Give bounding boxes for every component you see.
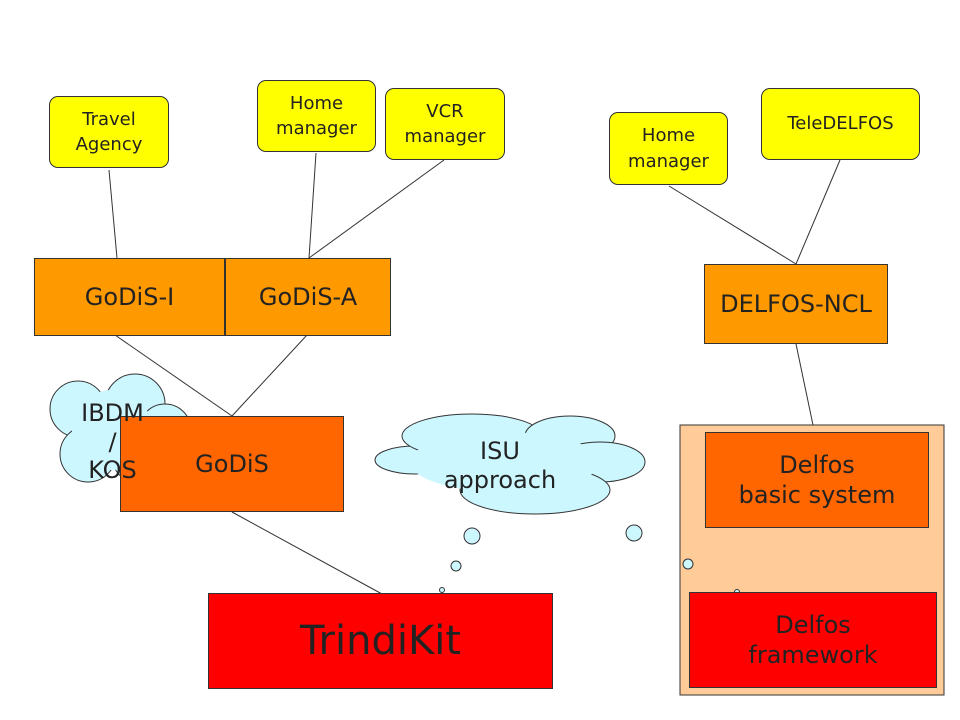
teledelfos-node: TeleDELFOS [761,88,920,160]
godis-i-node: GoDiS-I [34,258,225,336]
delfos-ncl-node: DELFOS-NCL [704,264,888,344]
vcr-manager-node: VCR manager [385,88,505,160]
edge-teledelfos-delfos-ncl [795,159,841,265]
edge-home-delfos-ncl [668,185,797,265]
home-manager-left-node: Home manager [257,80,376,152]
godis-a-node: GoDiS-A [225,258,391,336]
edge-vcr-godis-a [308,159,445,259]
ibdm-kos-label: IBDM / KOS [81,398,144,485]
edge-delfos-ncl-container [795,343,814,426]
edge-godis-a-godis [231,334,308,417]
delfos-basic-system-node: Delfos basic system [705,432,929,528]
isu-approach-label: ISU approach [443,437,557,494]
delfos-framework-node: Delfos framework [689,592,937,688]
travel-agency-node: Travel Agency [49,96,169,168]
godis-node: GoDiS [120,416,344,512]
home-manager-right-node: Home manager [609,112,728,185]
isu-cloud-shape [374,413,646,515]
edge-home-godis-a [308,152,317,259]
edge-godis-i-godis [114,334,233,417]
isu-thought-bubbles [439,524,740,595]
trindikit-node: TrindiKit [208,593,553,689]
edge-godis-trindikit [231,511,383,595]
edge-travel-godis-i [108,169,118,259]
